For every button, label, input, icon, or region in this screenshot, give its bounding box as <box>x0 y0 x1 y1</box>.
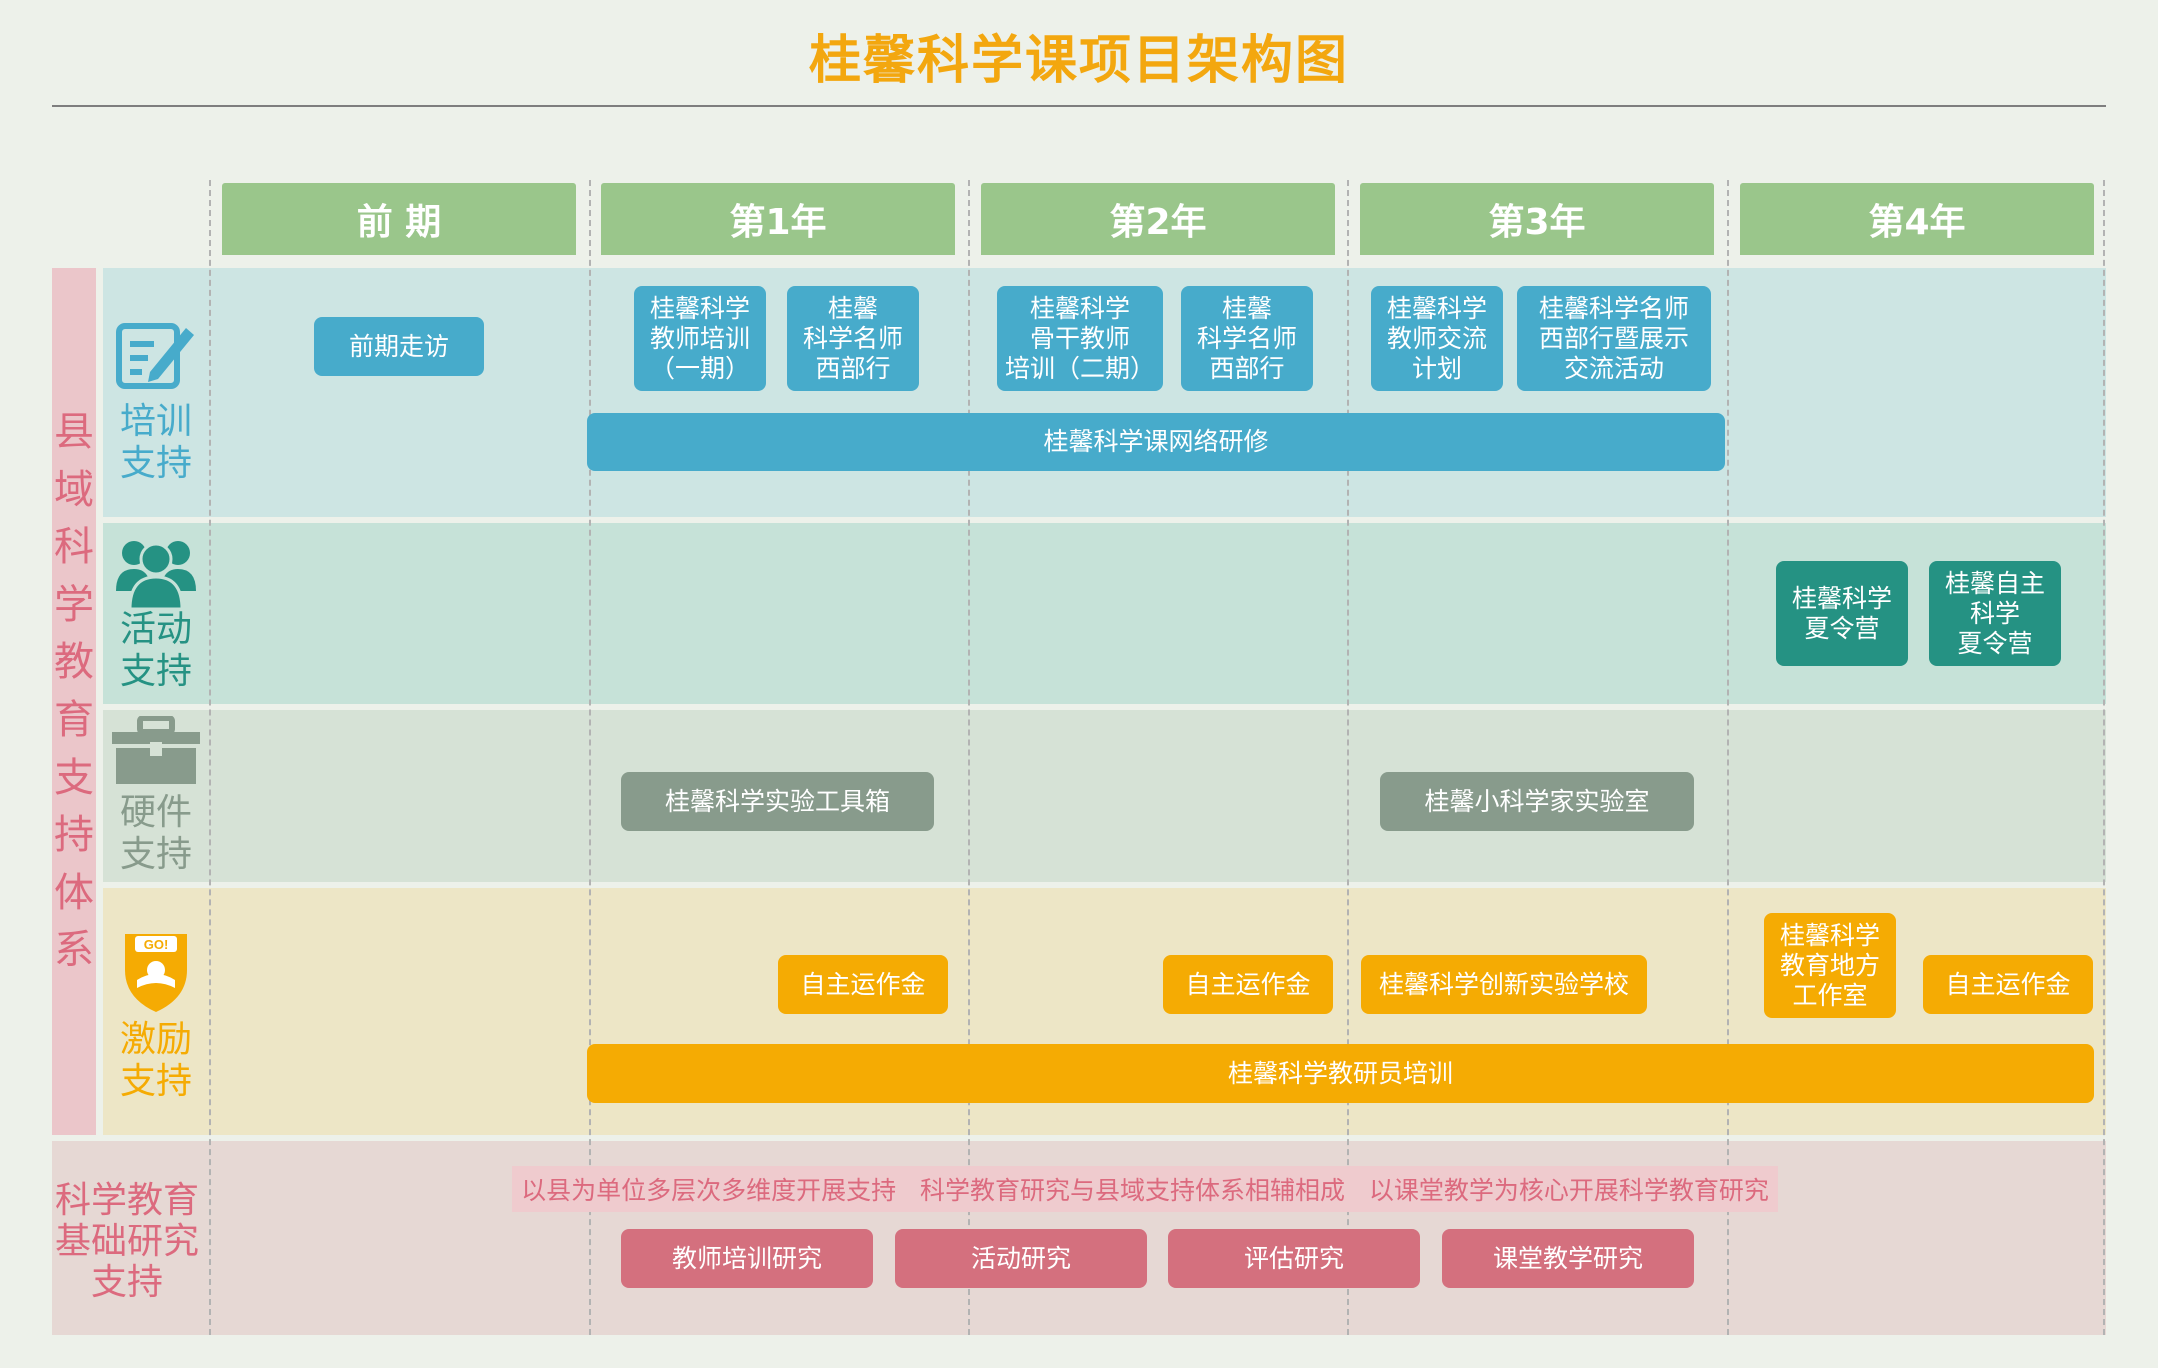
research-label-line1: 科学教育 <box>54 1180 199 1221</box>
activity-label-line2: 支持 <box>119 651 192 692</box>
hardware-label: 硬件 支持 <box>96 792 216 876</box>
side-label-band <box>52 268 96 1135</box>
research-label-line2: 基础研究 <box>54 1221 199 1262</box>
training-item-master-teacher-west-1: 桂馨 科学名师 西部行 <box>787 286 919 391</box>
hardware-label-line1: 硬件 <box>119 792 192 833</box>
svg-text:GO!: GO! <box>144 937 169 952</box>
activity-label-line1: 活动 <box>119 609 192 650</box>
hardware-label-line2: 支持 <box>119 834 192 875</box>
phase-header-year2: 第2年 <box>981 183 1335 255</box>
incentive-item-innovation-school: 桂馨科学创新实验学校 <box>1361 955 1647 1014</box>
column-divider <box>589 180 591 1335</box>
incentive-item-operating-fund-3: 自主运作金 <box>1923 955 2093 1014</box>
activity-label: 活动 支持 <box>96 609 216 693</box>
training-label: 培训 支持 <box>96 401 216 485</box>
training-label-line2: 支持 <box>119 443 192 484</box>
title-divider <box>52 105 2106 107</box>
column-divider <box>1347 180 1349 1335</box>
incentive-item-operating-fund-1: 自主运作金 <box>778 955 948 1014</box>
hardware-item-lab-toolbox: 桂馨科学实验工具箱 <box>621 772 934 831</box>
side-label: 县域科学教育支持体系 <box>54 409 94 974</box>
training-item-master-teacher-west-2: 桂馨 科学名师 西部行 <box>1181 286 1313 391</box>
training-item-backbone-teacher-training-2: 桂馨科学 骨干教师 培训（二期） <box>997 286 1163 391</box>
incentive-item-local-studio: 桂馨科学 教育地方 工作室 <box>1764 913 1896 1018</box>
research-item-activity: 活动研究 <box>895 1229 1147 1288</box>
phase-header-year4: 第4年 <box>1740 183 2094 255</box>
phase-header-year1: 第1年 <box>601 183 955 255</box>
training-bar-online-study: 桂馨科学课网络研修 <box>587 413 1725 471</box>
column-divider <box>1727 180 1729 1335</box>
hardware-band <box>103 710 2106 882</box>
edit-icon <box>96 318 216 392</box>
training-item-teacher-exchange: 桂馨科学 教师交流 计划 <box>1371 286 1503 391</box>
incentive-item-operating-fund-2: 自主运作金 <box>1163 955 1333 1014</box>
column-divider <box>209 180 211 1335</box>
incentive-label: 激励 支持 <box>96 1019 216 1103</box>
research-item-teacher-training: 教师培训研究 <box>621 1229 873 1288</box>
research-label-line3: 支持 <box>90 1262 163 1303</box>
training-label-line1: 培训 <box>119 401 192 442</box>
diagram-title: 桂馨科学课项目架构图 <box>808 31 1349 91</box>
incentive-bar-researcher-training: 桂馨科学教研员培训 <box>587 1044 2094 1103</box>
activity-item-summer-camp: 桂馨科学 夏令营 <box>1776 561 1908 666</box>
research-label: 科学教育 基础研究 支持 <box>52 1180 202 1303</box>
phase-header-pre: 前 期 <box>222 183 576 255</box>
research-principles-bar: 以县为单位多层次多维度开展支持 科学教育研究与县域支持体系相辅相成 以课堂教学为… <box>512 1166 1778 1212</box>
training-item-master-teacher-showcase: 桂馨科学名师 西部行暨展示 交流活动 <box>1517 286 1711 391</box>
training-item-teacher-training-1: 桂馨科学 教师培训 （一期） <box>634 286 766 391</box>
incentive-label-line2: 支持 <box>119 1061 192 1102</box>
column-divider <box>968 180 970 1335</box>
activity-item-autonomous-summer-camp: 桂馨自主 科学 夏令营 <box>1929 561 2061 666</box>
go-badge-icon: GO! <box>96 930 216 1014</box>
research-item-evaluation: 评估研究 <box>1168 1229 1420 1288</box>
hardware-item-young-scientist-lab: 桂馨小科学家实验室 <box>1380 772 1694 831</box>
people-icon <box>96 533 216 611</box>
toolbox-icon <box>96 716 216 786</box>
research-item-classroom-teaching: 课堂教学研究 <box>1442 1229 1694 1288</box>
activity-band <box>103 523 2106 704</box>
training-item-pre-visit: 前期走访 <box>314 317 484 376</box>
column-divider <box>2103 180 2105 1335</box>
incentive-label-line1: 激励 <box>119 1019 192 1060</box>
phase-header-year3: 第3年 <box>1360 183 1714 255</box>
